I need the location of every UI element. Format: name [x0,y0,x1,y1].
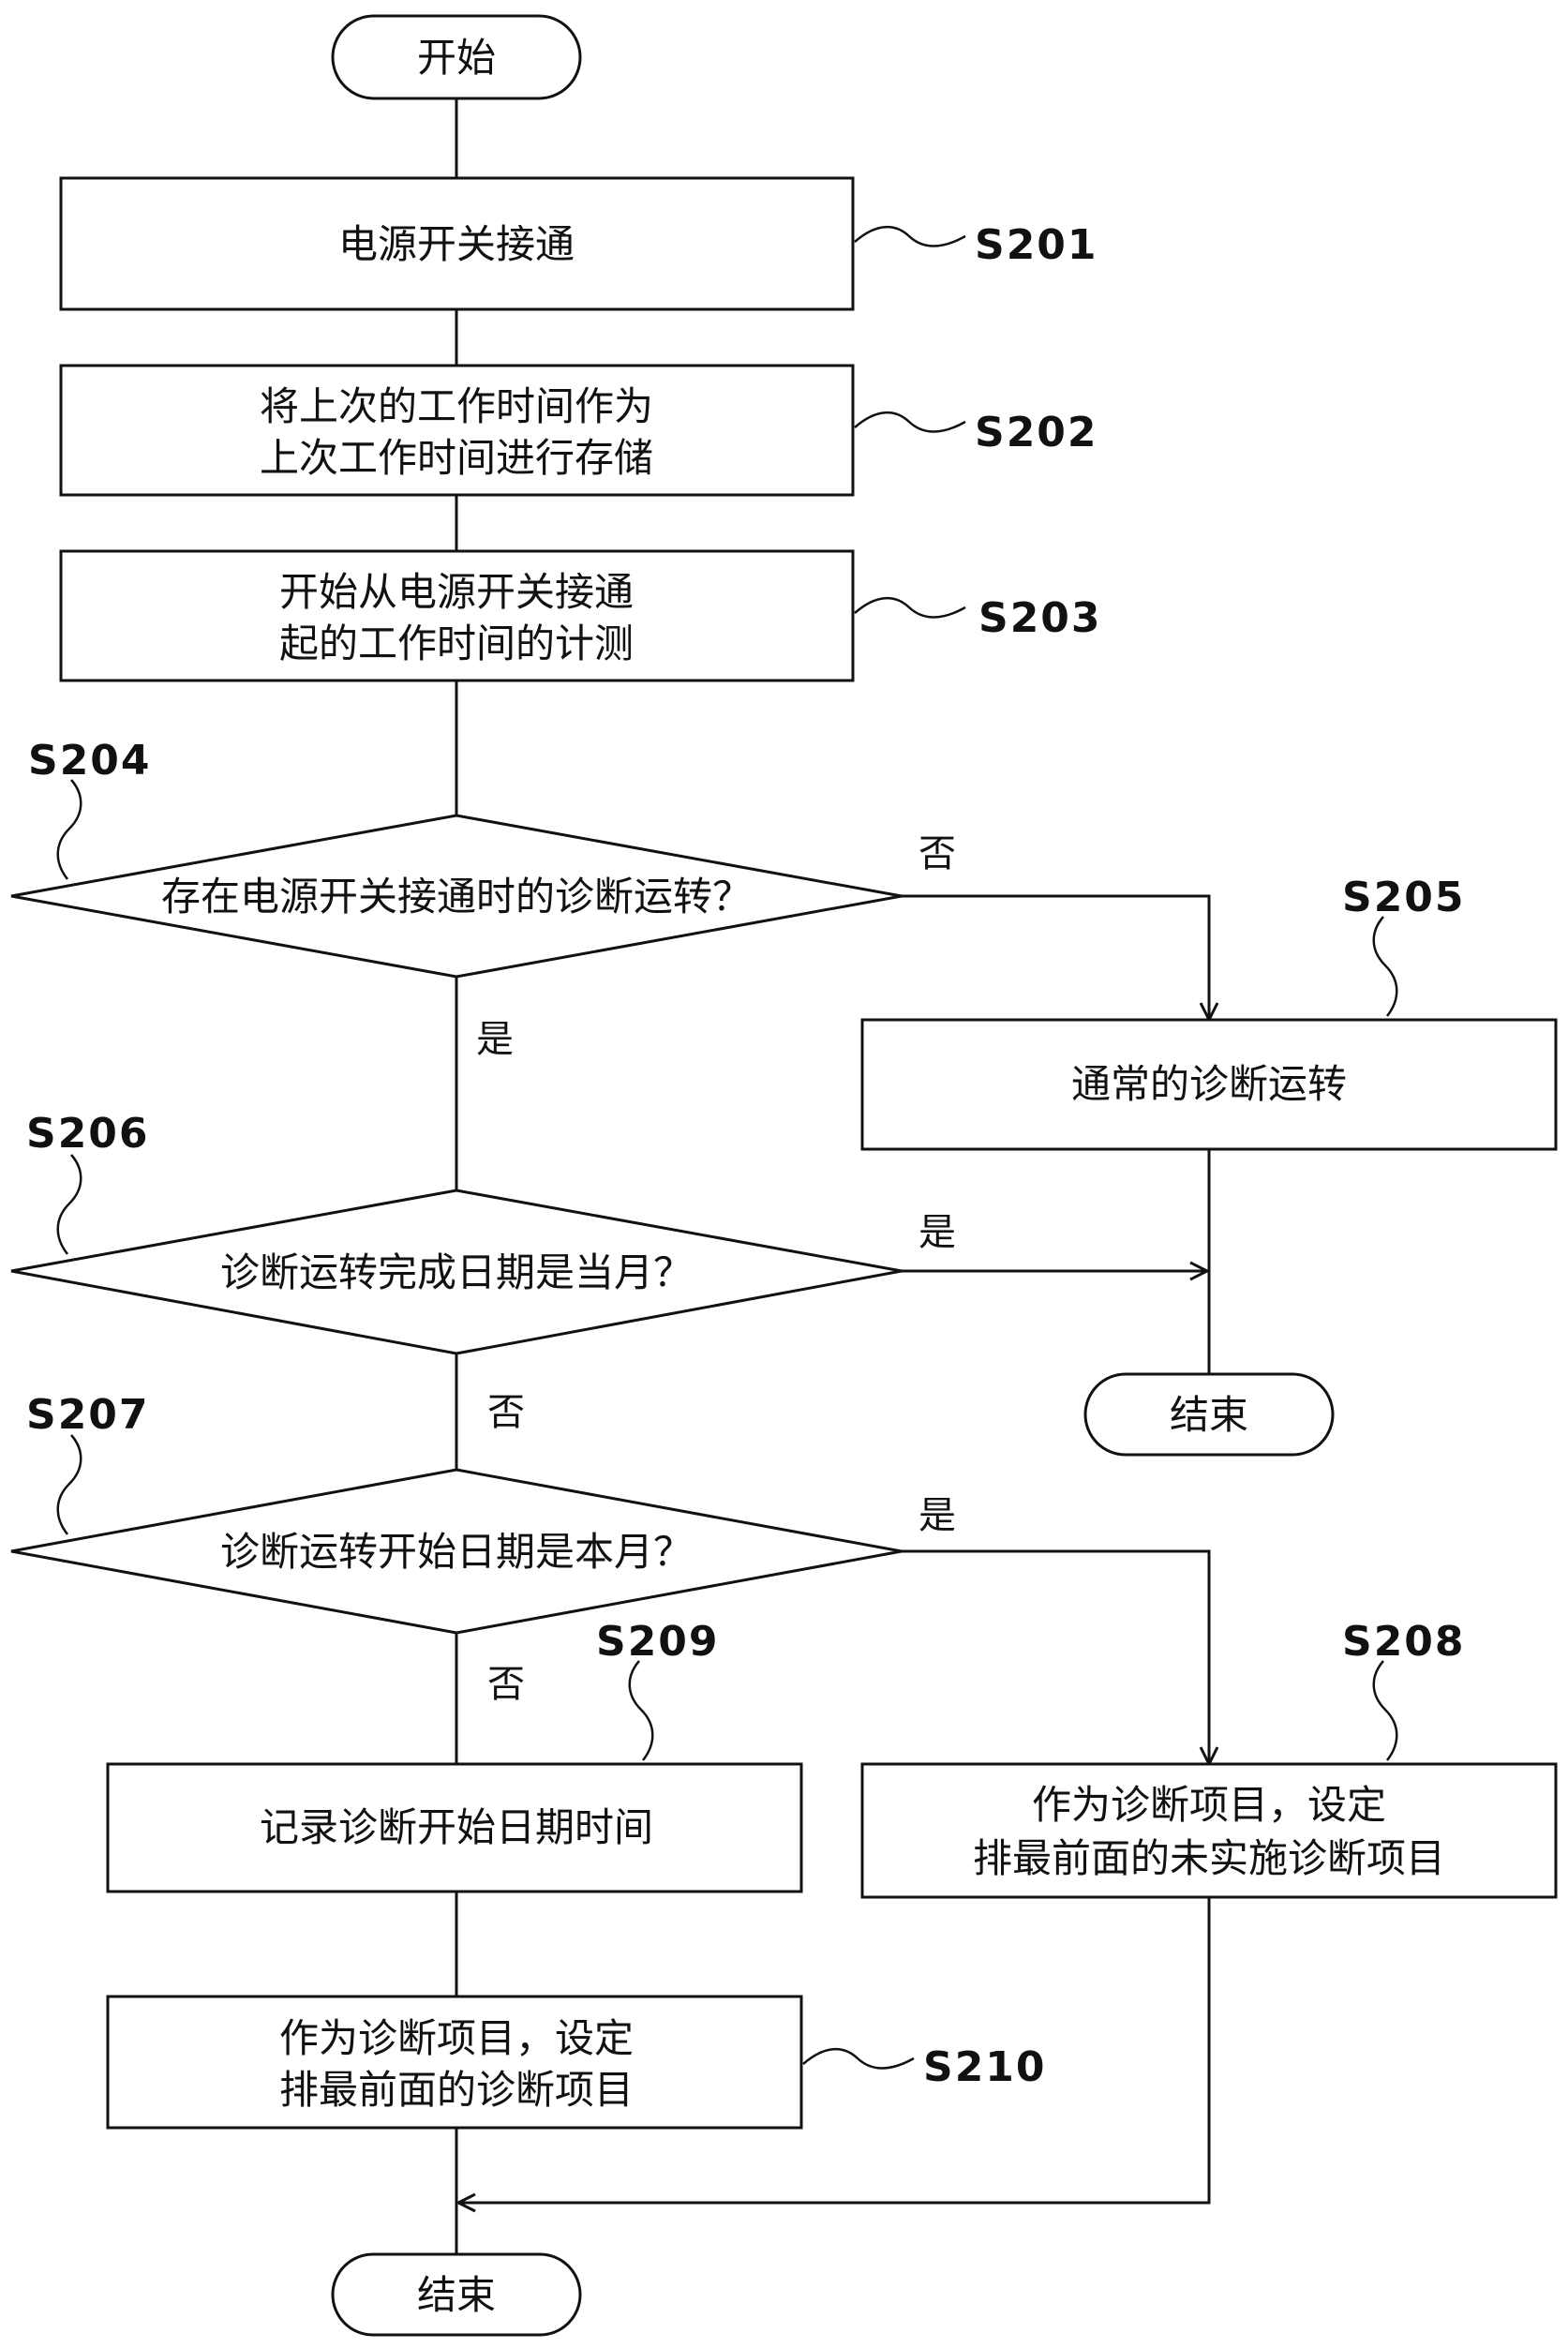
decision-s206: 诊断运转完成日期是当月？ [10,1189,903,1355]
leader-s203 [854,596,966,619]
process-s202: 将上次的工作时间作为 上次工作时间进行存储 [59,364,855,497]
process-s203-line-2: 起的工作时间的计测 [279,621,634,666]
step-leaders [56,225,1398,2070]
process-s205: 通常的诊断运转 [860,1018,1558,1151]
branch-s206-no: 否 [487,1391,525,1434]
leader-s208 [1372,1660,1398,1761]
process-s208-line-2: 排最前面的未实施诊断项目 [973,1835,1445,1881]
step-label-s201: S201 [975,221,1098,269]
process-s210-line-1: 作为诊断项目，设定 [279,2015,634,2061]
decision-s204-label: 存在电源开关接通时的诊断运转？ [161,874,752,920]
connector-s204-no-s205 [902,894,1209,1020]
terminal-start-label: 开始 [417,35,496,81]
process-s210-line-2: 排最前面的诊断项目 [279,2067,634,2113]
step-label-s209: S209 [596,1618,720,1666]
branch-s204-yes: 是 [476,1018,514,1061]
process-s203: 开始从电源开关接通 起的工作时间的计测 [59,549,855,682]
process-s201-line-1: 电源开关接通 [338,221,575,267]
step-label-s205: S205 [1342,874,1466,921]
branch-s206-yes: 是 [918,1211,956,1254]
decision-s204: 存在电源开关接通时的诊断运转？ [10,814,903,979]
decision-s207: 诊断运转开始日期是本月？ [10,1468,903,1635]
step-label-s202: S202 [975,409,1098,456]
process-s209-line-1: 记录诊断开始日期时间 [260,1804,653,1850]
leader-s204 [56,779,82,880]
decision-s207-label: 诊断运转开始日期是本月？ [220,1529,693,1575]
process-s208: 作为诊断项目，设定 排最前面的未实施诊断项目 [860,1762,1558,1899]
step-label-s203: S203 [978,594,1102,642]
decision-s206-label: 诊断运转完成日期是当月？ [220,1249,693,1295]
leader-s209 [628,1660,654,1761]
process-s205-line-1: 通常的诊断运转 [1071,1061,1347,1107]
terminal-end-bottom-label: 结束 [417,2272,496,2318]
terminal-end-top-label: 结束 [1170,1392,1248,1438]
process-s203-line-1: 开始从电源开关接通 [279,569,634,615]
branch-s207-no: 否 [487,1663,525,1706]
step-label-s204: S204 [28,737,152,785]
leader-s206 [56,1154,82,1255]
process-s210: 作为诊断项目，设定 排最前面的诊断项目 [106,1995,803,2130]
terminal-start: 开始 [331,14,582,100]
process-s202-line-1: 将上次的工作时间作为 [260,383,653,429]
terminal-end-bottom: 结束 [331,2252,582,2337]
leader-s210 [802,2047,915,2070]
connectors [455,98,1211,2254]
process-s208-line-1: 作为诊断项目，设定 [1032,1782,1386,1828]
leader-s205 [1372,916,1398,1017]
branch-s207-yes: 是 [918,1494,956,1537]
branch-s204-no: 否 [918,832,956,875]
process-s201: 电源开关接通 [59,176,855,311]
leader-s201 [854,225,966,247]
leader-s202 [854,411,966,433]
connector-s208-merge [458,1897,1211,2203]
leader-s207 [56,1434,82,1535]
terminal-end-top: 结束 [1083,1372,1335,1457]
step-label-s207: S207 [26,1391,150,1439]
step-label-s210: S210 [923,2043,1047,2091]
step-label-s208: S208 [1342,1618,1466,1666]
connector-s207-yes-s208 [902,1549,1209,1764]
process-s209: 记录诊断开始日期时间 [106,1762,803,1893]
step-label-s206: S206 [26,1110,150,1158]
process-s202-line-2: 上次工作时间进行存储 [260,435,653,481]
